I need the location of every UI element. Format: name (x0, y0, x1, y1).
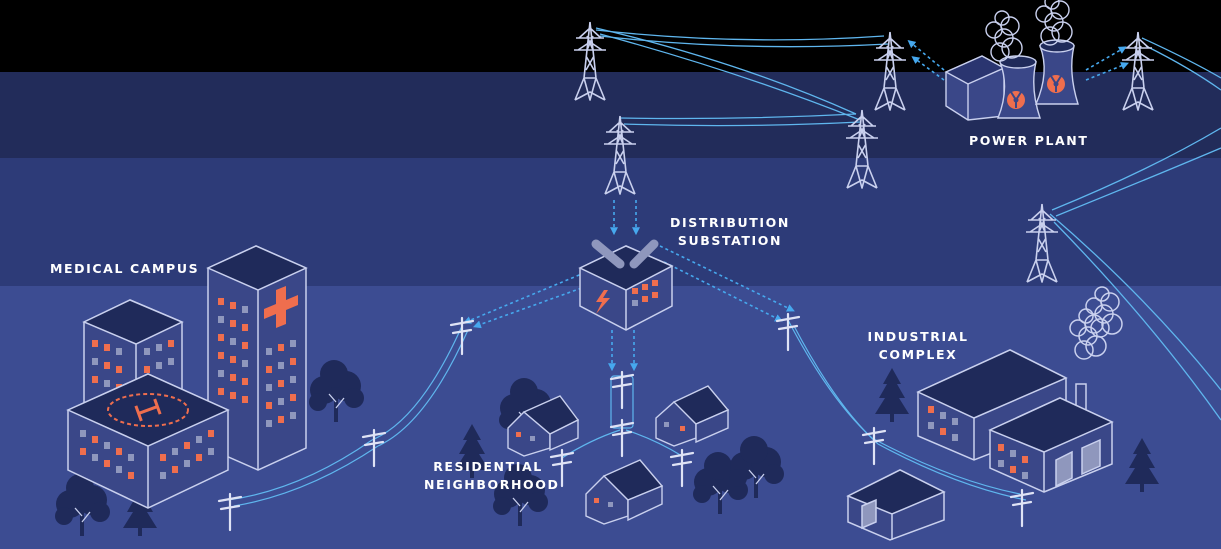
nuclear-icon (1007, 91, 1025, 109)
industrial-label-line2: COMPLEX (878, 347, 958, 362)
industrial-complex (846, 286, 1123, 541)
substation-label-line2: SUBSTATION (677, 233, 783, 248)
sky-band (0, 0, 1221, 72)
medical-campus-label: MEDICAL CAMPUS (50, 261, 200, 276)
power-plant-label: POWER PLANT (969, 133, 1089, 148)
transmission-lines (595, 27, 1221, 421)
substation-label-line1: DISTRIBUTION (670, 215, 790, 230)
power-plant (944, 0, 1079, 121)
nuclear-icon (1047, 75, 1065, 93)
hospital-cross-icon (264, 286, 298, 328)
residential-label-line2: NEIGHBORHOOD (424, 477, 560, 492)
residential-label-line1: RESIDENTIAL (433, 459, 543, 474)
residential-houses (507, 385, 730, 525)
industrial-windows (928, 406, 1028, 479)
industrial-label-line1: INDUSTRIAL (867, 329, 969, 344)
house-windows (516, 422, 685, 507)
lightning-icon (596, 290, 610, 314)
helipad (107, 393, 189, 427)
distribution-substation (578, 239, 674, 331)
helipad-h-icon (134, 398, 162, 422)
flow-arrows (463, 39, 1129, 372)
